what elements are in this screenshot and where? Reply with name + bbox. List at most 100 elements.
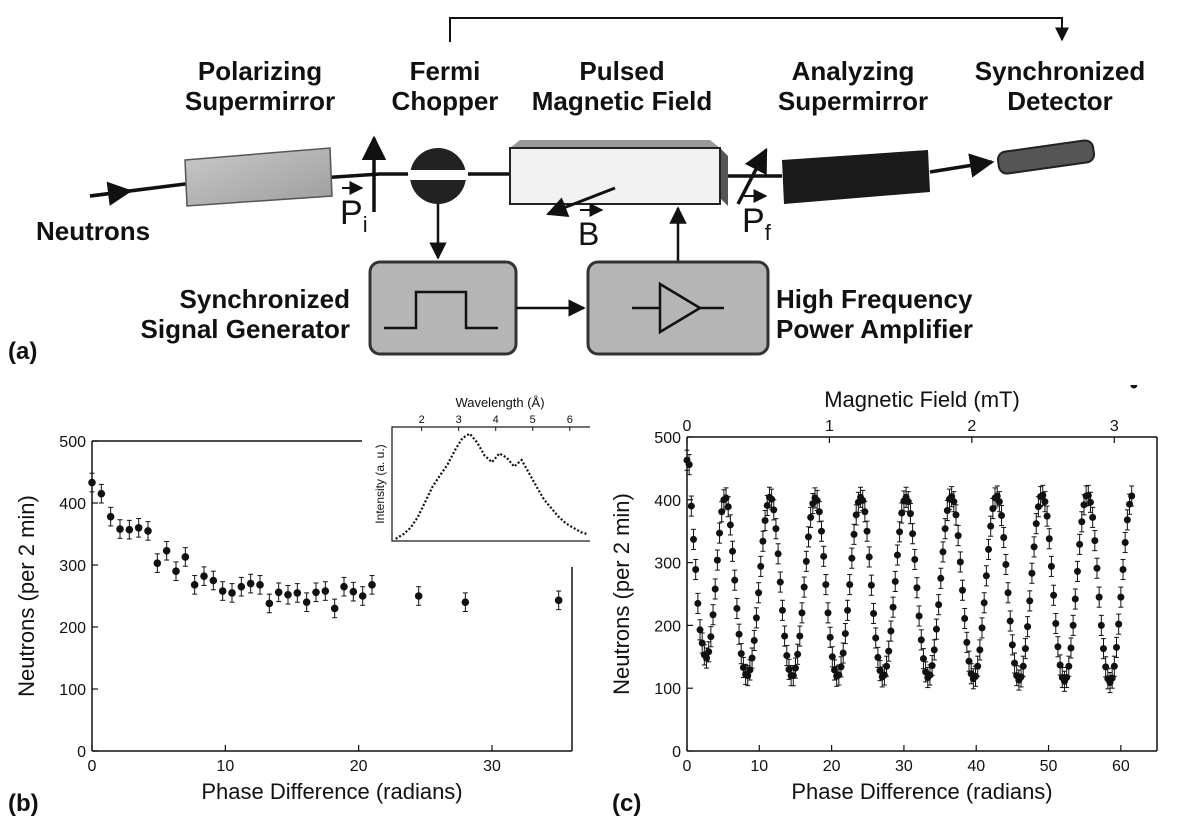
data-point	[358, 592, 367, 600]
detector-shape	[996, 139, 1096, 175]
data-point	[1024, 623, 1032, 631]
data-point	[256, 581, 264, 589]
label-pi: Pi	[340, 194, 368, 237]
x-tick-label: 40	[967, 758, 985, 775]
data-point	[735, 630, 743, 638]
data-point	[911, 555, 919, 563]
data-point	[729, 547, 737, 555]
data-point	[952, 511, 960, 519]
data-point	[1067, 644, 1075, 652]
data-point	[987, 522, 995, 530]
data-point	[134, 524, 143, 532]
data-point	[1113, 643, 1121, 651]
data-point	[978, 624, 986, 632]
data-point	[461, 598, 470, 606]
data-point	[804, 533, 812, 541]
data-point	[1050, 591, 1058, 599]
data-point	[844, 606, 852, 614]
panel-letter-c: (c)	[612, 790, 642, 817]
label-pf: Pf	[742, 202, 771, 245]
x-tick-label: 10	[750, 758, 768, 775]
data-point	[1056, 661, 1064, 669]
data-point	[913, 584, 921, 592]
data-point	[1097, 621, 1105, 629]
inset-x-tick-label: 2	[419, 414, 425, 426]
data-point	[852, 511, 860, 519]
data-point	[863, 527, 871, 535]
data-point	[1043, 512, 1051, 520]
data-point	[800, 583, 808, 591]
y-tick-label: 0	[672, 744, 681, 761]
data-point	[1073, 567, 1081, 575]
data-point	[757, 562, 765, 570]
x-tick-label: 30	[483, 758, 501, 775]
data-point	[1123, 516, 1131, 524]
data-point	[906, 510, 914, 518]
data-point	[846, 581, 854, 589]
y-tick-label: 500	[654, 430, 681, 447]
x-tick-label: 50	[1040, 758, 1058, 775]
data-point	[976, 646, 984, 654]
b-field-arrow	[546, 186, 616, 217]
data-point	[554, 596, 563, 605]
data-point	[963, 638, 971, 646]
data-point	[950, 498, 958, 506]
top-x-tick-label: 2	[967, 418, 976, 435]
data-point	[711, 585, 719, 593]
y-axis-label: Neutrons (per 2 min)	[14, 495, 39, 697]
data-point	[265, 599, 274, 608]
data-point	[995, 498, 1003, 506]
data-point	[330, 604, 339, 613]
top-x-tick-label: 1	[825, 418, 834, 435]
data-point	[783, 652, 791, 660]
data-point	[861, 508, 869, 516]
data-point	[802, 557, 810, 565]
data-point	[839, 649, 847, 657]
x-tick-label: 0	[88, 758, 97, 775]
data-point	[932, 625, 940, 633]
data-point	[917, 636, 925, 644]
data-point	[1047, 562, 1055, 570]
data-point	[1045, 535, 1053, 543]
data-point	[939, 548, 947, 556]
data-point	[713, 556, 721, 564]
data-point	[228, 589, 236, 597]
top-x-tick-label: 0	[683, 418, 692, 435]
data-point	[1115, 620, 1123, 628]
data-point	[200, 572, 208, 580]
data-point	[172, 567, 180, 575]
data-point	[153, 559, 162, 567]
top-x-tick-label: 3	[1110, 418, 1119, 435]
data-point	[982, 572, 990, 580]
data-point	[1008, 641, 1016, 649]
x-tick-label: 20	[350, 758, 368, 775]
data-point	[705, 648, 713, 656]
data-point	[828, 653, 836, 661]
inset-y-axis-label: Intensity (a. u.)	[373, 444, 387, 523]
data-point	[144, 527, 152, 535]
inset-x-tick-label: 3	[456, 414, 462, 426]
y-tick-label: 400	[654, 493, 681, 510]
data-point	[928, 662, 936, 670]
data-point	[1028, 569, 1036, 577]
data-point	[896, 528, 904, 536]
data-point	[737, 650, 745, 658]
label-neutrons: Neutrons	[36, 216, 151, 246]
x-tick-label: 0	[683, 758, 692, 775]
y-tick-label: 300	[654, 556, 681, 573]
data-points	[683, 385, 1138, 694]
data-point	[733, 604, 741, 612]
data-point	[798, 609, 806, 617]
data-point	[1078, 518, 1086, 526]
data-point	[696, 626, 704, 634]
data-point	[692, 566, 700, 574]
data-point	[1128, 492, 1136, 500]
feedback-line	[449, 17, 1069, 42]
data-point	[1121, 539, 1129, 547]
